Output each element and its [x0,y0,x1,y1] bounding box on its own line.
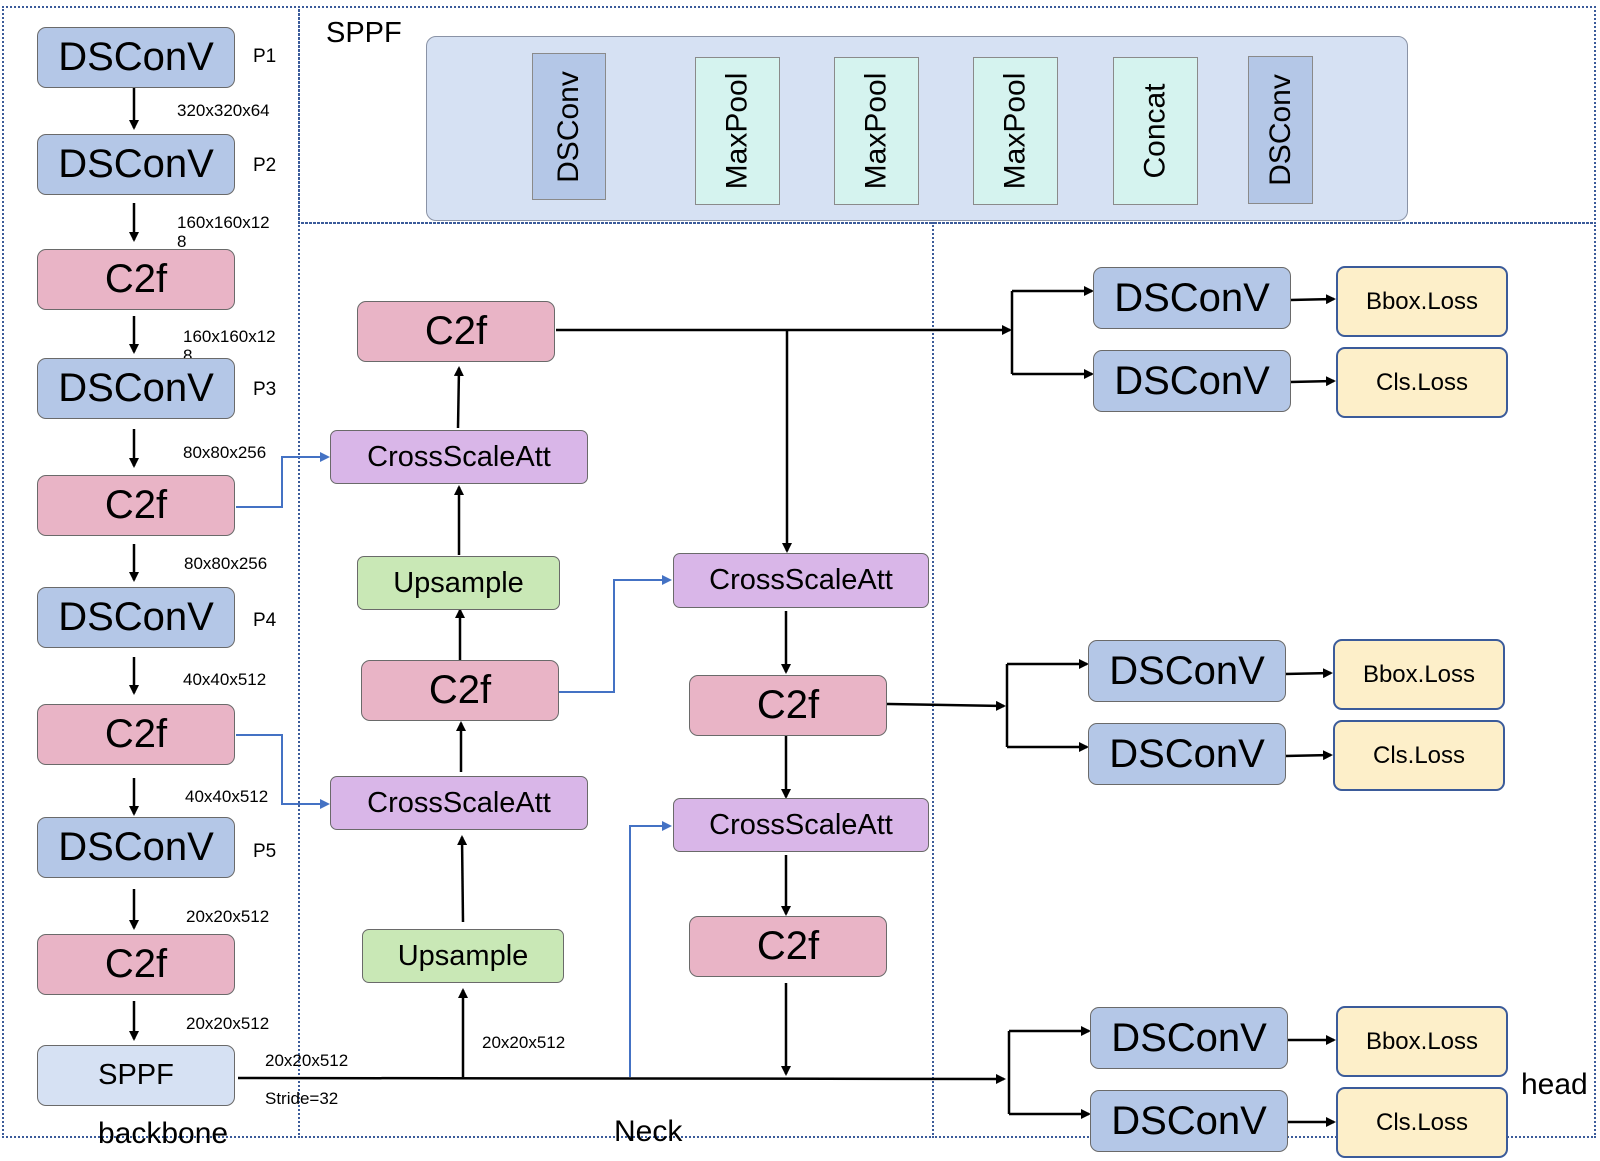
neck-title: Neck [614,1115,683,1148]
backbone-sppf: SPPF [37,1045,235,1106]
head-bbox-loss-2: Bbox.Loss [1333,639,1505,710]
backbone-c2f-3: C2f [37,704,235,765]
block-label: DSConv [552,70,585,183]
neck-c2f-top: C2f [357,301,555,362]
sppf-dsconv-out: DSConv [1248,56,1313,204]
sppf-maxpool-1: MaxPool [695,57,780,205]
neck-upsample-2: Upsample [362,929,564,983]
sppf-maxpool-3: MaxPool [973,57,1058,205]
head-dsconv-2a: DSConV [1088,640,1286,702]
backbone-c2f-2: C2f [37,475,235,536]
head-dsconv-1b: DSConV [1093,350,1291,412]
block-label: MaxPool [859,72,893,190]
head-feed-lines [237,325,1012,1084]
backbone-c2f-4: C2f [37,934,235,995]
stage-label-p2: P2 [253,155,277,176]
head-branches [1005,286,1336,1127]
sppf-concat: Concat [1113,57,1198,205]
stage-label-p4: P4 [253,610,277,631]
block-label: MaxPool [720,72,754,190]
backbone-dsconv-p1: DSConV [37,27,235,88]
sppf-maxpool-2: MaxPool [834,57,919,205]
neck-crossscaleatt-1: CrossScaleAtt [330,430,588,484]
backbone-dsconv-p5: DSConV [37,817,235,878]
neck-c2f-4: C2f [689,916,887,977]
head-bbox-loss-3: Bbox.Loss [1336,1006,1508,1077]
shape-label: 40x40x512 [183,670,267,689]
head-cls-loss-1: Cls.Loss [1336,347,1508,418]
neck-arrows [453,366,791,1077]
backbone-c2f-1: C2f [37,249,235,310]
shape-label: 80x80x256 [184,554,268,573]
shape-label: 160x160x12 8 [177,213,270,251]
stage-label-p1: P1 [253,46,277,67]
skip-connections [236,452,672,1077]
neck-crossscaleatt-2: CrossScaleAtt [330,776,588,830]
backbone-dsconv-p4: DSConV [37,587,235,648]
head-dsconv-1a: DSConV [1093,267,1291,329]
head-title: head [1521,1068,1588,1101]
upsample-input-shape: 20x20x512 [482,1033,566,1052]
head-cls-loss-2: Cls.Loss [1333,720,1505,791]
neck-crossscaleatt-4: CrossScaleAtt [673,798,929,852]
shape-label: 80x80x256 [183,443,267,462]
shape-label: 160x160x12 8 [183,327,276,365]
head-dsconv-3b: DSConV [1090,1090,1288,1152]
shape-label: 20x20x512 [186,907,270,926]
neck-upsample-1: Upsample [357,556,560,610]
block-label: Concat [1138,83,1172,179]
shape-label: 320x320x64 [177,101,270,120]
sppf-stride-label: Stride=32 [265,1089,339,1108]
backbone-title: backbone [98,1117,229,1150]
stage-label-p5: P5 [253,841,277,862]
shape-label: 20x20x512 [186,1014,270,1033]
head-cls-loss-3: Cls.Loss [1336,1087,1508,1158]
sppf-output-shape: 20x20x512 [265,1051,349,1070]
head-dsconv-2b: DSConV [1088,723,1286,785]
stage-label-p3: P3 [253,379,277,400]
neck-c2f-mid: C2f [361,660,559,721]
backbone-dsconv-p3: DSConV [37,358,235,419]
backbone-dsconv-p2: DSConV [37,134,235,195]
neck-c2f-3: C2f [689,675,887,736]
sppf-dsconv-in: DSConv [532,53,606,200]
shape-label: 40x40x512 [185,787,269,806]
head-dsconv-3a: DSConV [1090,1007,1288,1069]
block-label: MaxPool [998,72,1032,190]
head-bbox-loss-1: Bbox.Loss [1336,266,1508,337]
neck-crossscaleatt-3: CrossScaleAtt [673,553,929,608]
sppf-title: SPPF [326,17,402,49]
block-label: DSConv [1263,74,1297,186]
